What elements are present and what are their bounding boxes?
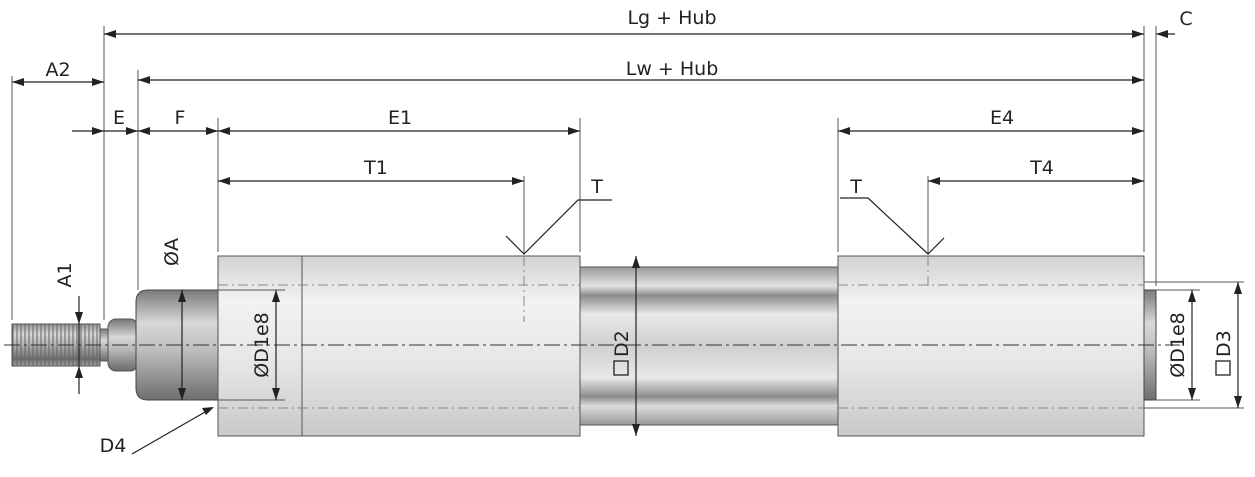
label-a2: A2 [45, 59, 70, 81]
label-d1e8-right: ØD1e8 [1167, 312, 1189, 377]
label-e4: E4 [990, 107, 1014, 129]
dimension-labels: Lg + Hub C Lw + Hub A2 E F E1 E4 T1 T4 T… [45, 7, 1192, 457]
label-d1e8-left: ØD1e8 [251, 312, 273, 377]
rear-block [837, 255, 1145, 437]
barrel-tube [579, 266, 839, 426]
square-symbol-icon [1215, 360, 1231, 376]
square-symbol-icon [613, 360, 629, 376]
label-d2-group: D2 [611, 330, 633, 376]
label-f: F [175, 107, 186, 129]
dimension-lines [12, 30, 1242, 455]
label-dia-a: ØA [161, 238, 183, 266]
label-c: C [1179, 8, 1192, 30]
extension-lines [11, 26, 1244, 409]
front-block [217, 255, 581, 437]
cylinder-body [4, 255, 1180, 437]
label-a1: A1 [54, 262, 76, 287]
label-d4: D4 [100, 435, 127, 457]
label-lw-hub: Lw + Hub [626, 58, 719, 80]
label-e1: E1 [388, 107, 412, 129]
label-d3-group: D3 [1213, 330, 1235, 376]
label-lg-hub: Lg + Hub [627, 7, 716, 29]
label-t-right: T [849, 176, 862, 198]
label-d2: D2 [611, 330, 633, 357]
label-d3: D3 [1213, 330, 1235, 357]
label-e: E [113, 107, 125, 129]
label-t4: T4 [1029, 157, 1054, 179]
label-t-left: T [590, 176, 603, 198]
label-t1: T1 [363, 157, 388, 179]
